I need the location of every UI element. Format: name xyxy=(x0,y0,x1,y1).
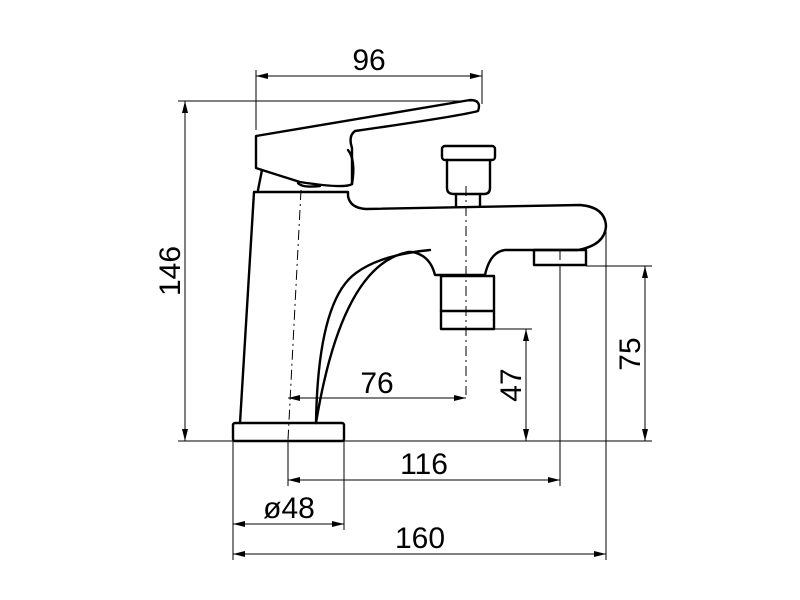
dim-outlet-height: 75 xyxy=(344,265,652,442)
body-column xyxy=(238,190,608,425)
dim-label-76: 76 xyxy=(360,367,393,400)
dim-label-96: 96 xyxy=(352,44,385,77)
lever-neck xyxy=(256,148,355,192)
dim-total-height: 146 xyxy=(154,100,478,442)
diverter-knob xyxy=(445,158,492,196)
dim-base-diameter: ø48 xyxy=(232,441,345,560)
dim-label-47: 47 xyxy=(495,368,528,401)
faucet-outline xyxy=(231,98,608,443)
dim-label-146: 146 xyxy=(154,246,187,296)
dim-label-160: 160 xyxy=(395,522,445,555)
spout-arch xyxy=(314,248,432,425)
dim-spout-reach: 76 xyxy=(288,367,466,401)
dim-connector-height: 47 xyxy=(494,328,532,441)
dim-label-o48: ø48 xyxy=(263,492,315,525)
dim-outlet-distance: 116 xyxy=(287,266,561,486)
dim-spout-width: 96 xyxy=(255,44,483,130)
lever-handle xyxy=(254,98,481,188)
dim-label-75: 75 xyxy=(614,337,647,370)
diverter-cap xyxy=(440,144,497,162)
dim-label-116: 116 xyxy=(400,448,448,481)
shower-connector xyxy=(439,274,496,331)
dim-overall-length: 160 xyxy=(233,230,607,560)
